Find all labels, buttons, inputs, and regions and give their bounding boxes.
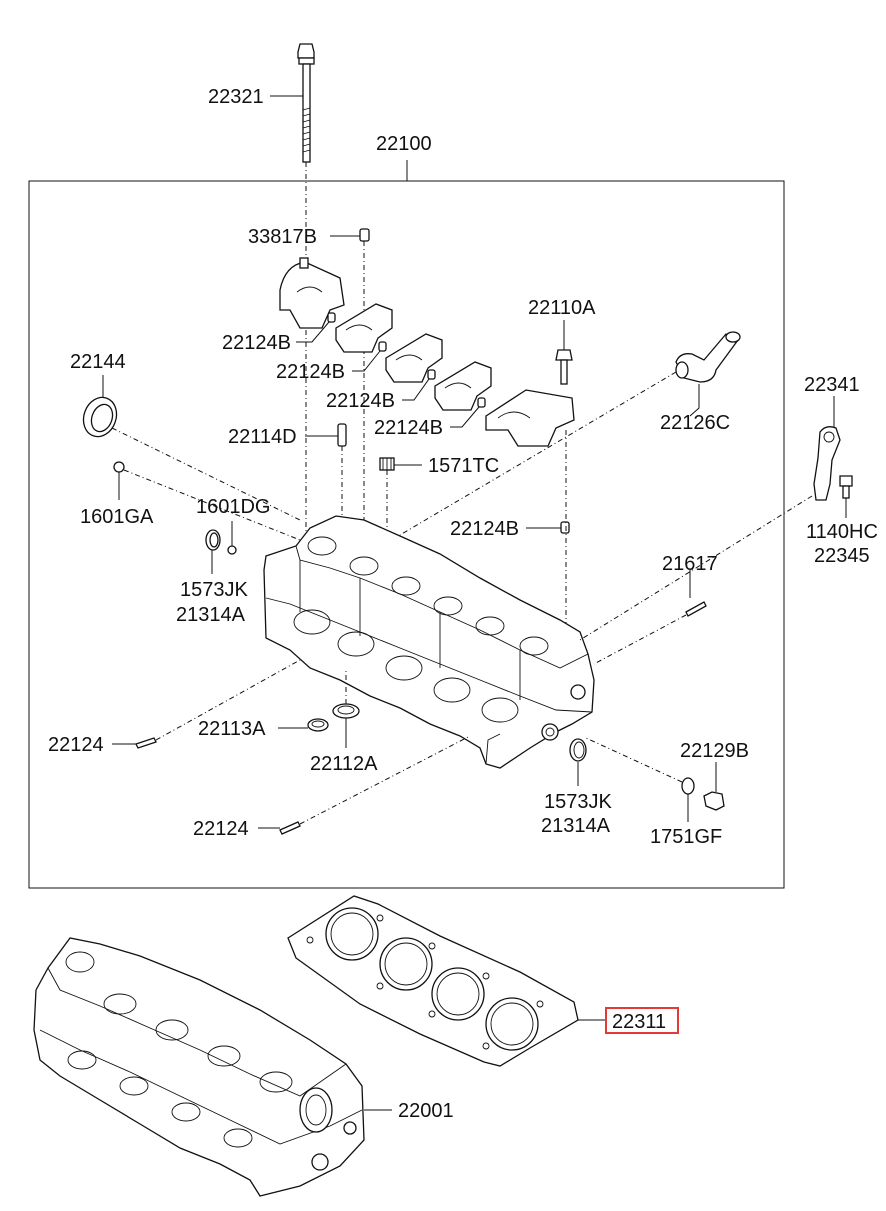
camshaft-cap-rear[interactable] xyxy=(485,389,575,447)
dowel-22124B-4[interactable] xyxy=(477,397,486,408)
seal-1573JK-upper[interactable] xyxy=(205,529,221,551)
water-fitting-22126C[interactable] xyxy=(675,331,741,383)
label-33817B: 33817B xyxy=(248,226,317,248)
highlight-box-22311 xyxy=(605,1007,679,1034)
label-22311[interactable]: 22311 xyxy=(612,1011,666,1033)
camshaft-cap-3[interactable] xyxy=(385,333,443,383)
seal-22113A[interactable] xyxy=(307,718,329,732)
stud-21617[interactable] xyxy=(685,601,707,617)
label-22113A: 22113A xyxy=(198,718,266,740)
label-22114D: 22114D xyxy=(228,426,297,448)
guide-22114D[interactable] xyxy=(337,423,347,447)
dowel-22124B-1[interactable] xyxy=(327,312,336,323)
camshaft-cap-2[interactable] xyxy=(335,303,393,353)
label-22321: 22321 xyxy=(208,86,264,108)
cylinder-head-main[interactable] xyxy=(263,515,595,769)
label-1573JK-1: 1573JK xyxy=(180,579,248,601)
plug-1571TC[interactable] xyxy=(379,457,395,471)
bolt-22110A[interactable] xyxy=(555,349,573,385)
label-1571TC: 1571TC xyxy=(428,455,499,477)
label-22124B-2: 22124B xyxy=(276,361,345,383)
label-22100: 22100 xyxy=(376,133,432,155)
label-22129B: 22129B xyxy=(680,740,749,762)
label-22124B-4: 22124B xyxy=(374,417,443,439)
label-22124-2: 22124 xyxy=(193,818,249,840)
label-1751GF: 1751GF xyxy=(650,826,722,848)
label-21314A-2: 21314A xyxy=(541,815,611,837)
camshaft-cap-4[interactable] xyxy=(434,361,492,411)
dowel-22124B-3[interactable] xyxy=(427,369,436,380)
dowel-33817B[interactable] xyxy=(359,228,370,242)
label-21314A-1: 21314A xyxy=(176,604,246,626)
label-22112A: 22112A xyxy=(310,753,378,775)
stud-22124-upper[interactable] xyxy=(135,737,157,749)
camshaft-cap-front[interactable] xyxy=(279,257,345,329)
label-22001: 22001 xyxy=(398,1100,454,1122)
label-1573JK-2: 1573JK xyxy=(544,791,612,813)
label-1601DG: 1601DG xyxy=(196,496,271,518)
label-1601GA: 1601GA xyxy=(80,506,154,528)
head-bolt-22321[interactable] xyxy=(297,43,315,163)
label-22345: 22345 xyxy=(814,545,870,567)
plug-22129B[interactable] xyxy=(703,791,725,811)
ball-1601GA[interactable] xyxy=(113,461,125,473)
o-ring-1751GF[interactable] xyxy=(681,777,695,795)
stud-22124-lower[interactable] xyxy=(279,821,301,835)
label-22124B-3: 22124B xyxy=(326,390,395,412)
label-22110A: 22110A xyxy=(528,297,596,319)
label-22341: 22341 xyxy=(804,374,860,396)
oil-seal-22144[interactable] xyxy=(78,393,122,442)
ball-1601DG[interactable] xyxy=(227,545,237,555)
label-21617: 21617 xyxy=(662,553,718,575)
head-gasket-22311[interactable] xyxy=(287,895,579,1067)
dowel-22124B-2[interactable] xyxy=(378,341,387,352)
cylinder-head-assy-22001[interactable] xyxy=(33,937,365,1197)
label-22126C: 22126C xyxy=(660,412,730,434)
washer-22112A[interactable] xyxy=(332,703,360,719)
label-1140HC: 1140HC xyxy=(806,521,878,543)
assembly-frame xyxy=(28,180,785,889)
seal-1573JK-lower[interactable] xyxy=(569,738,587,762)
dowel-22124B-5[interactable] xyxy=(560,521,570,534)
bolt-1140HC[interactable] xyxy=(839,475,853,499)
label-22124-1: 22124 xyxy=(48,734,104,756)
label-22124B-1: 22124B xyxy=(222,332,291,354)
label-22144: 22144 xyxy=(70,351,126,373)
label-22124B-5: 22124B xyxy=(450,518,519,540)
bracket-22341[interactable] xyxy=(813,426,841,501)
